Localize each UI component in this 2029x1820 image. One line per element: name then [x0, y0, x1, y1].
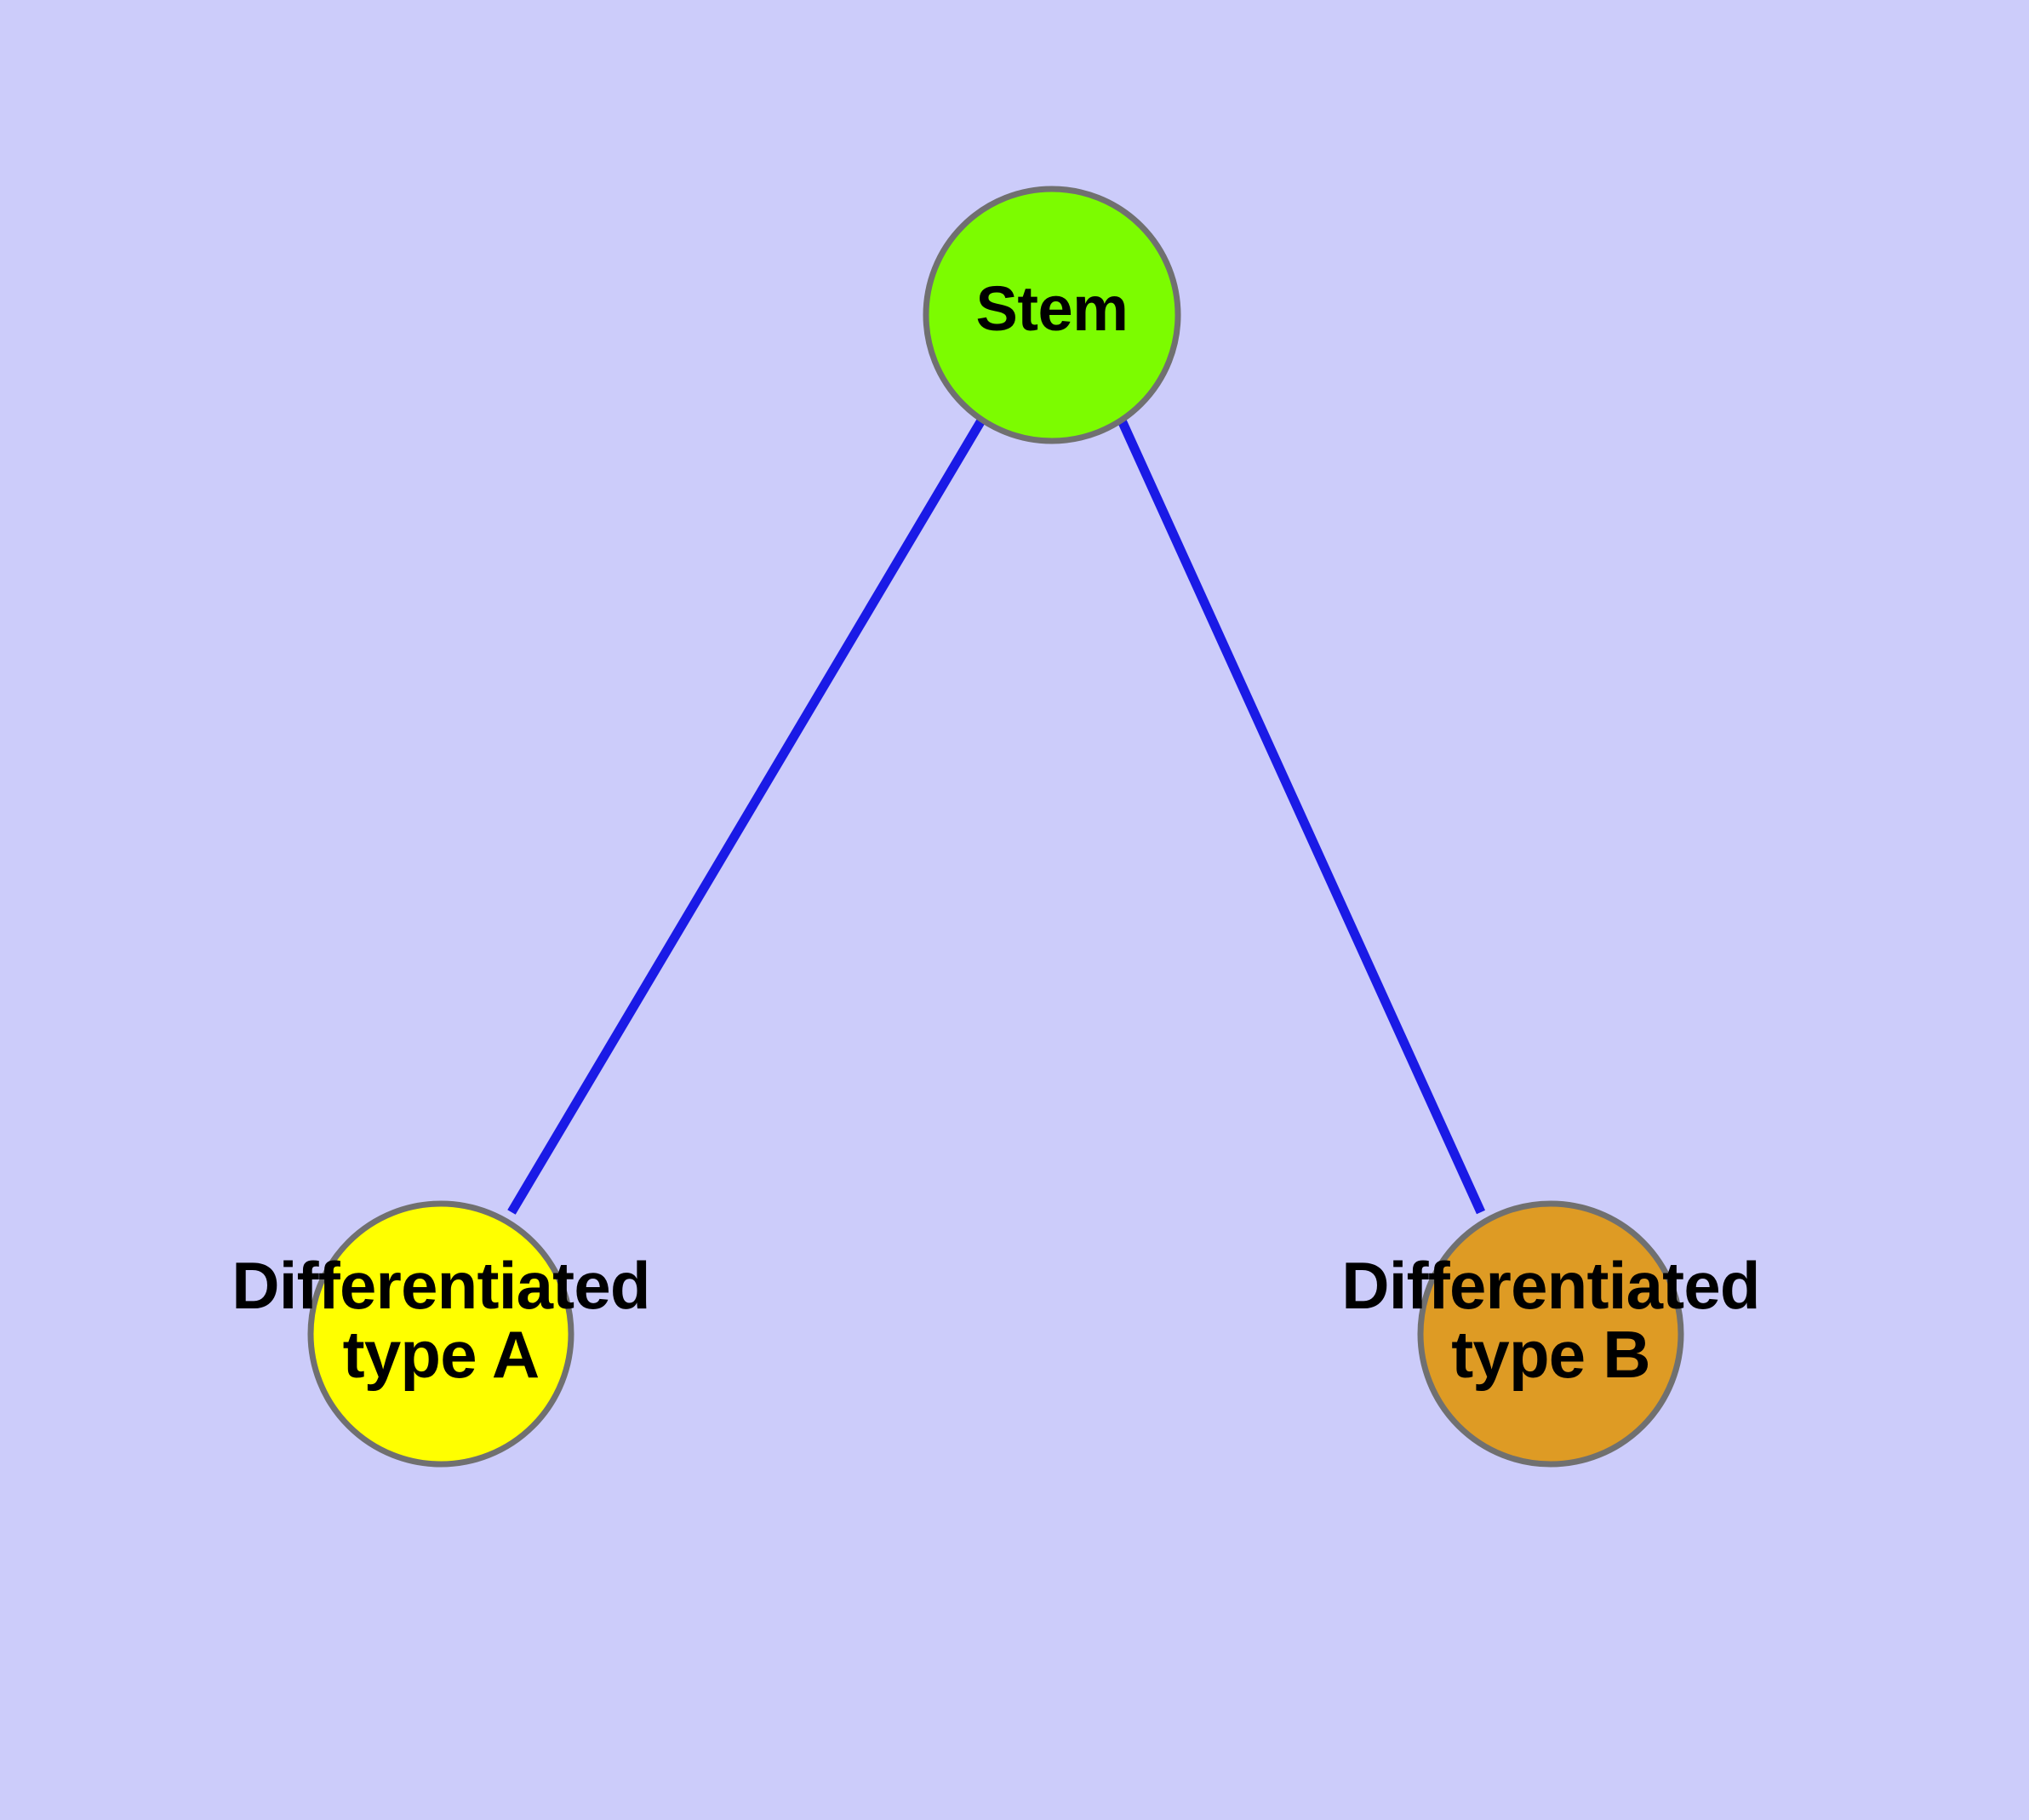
node-differentiated-type-a[interactable] [307, 1200, 574, 1468]
edge-stem-to-differentiated-type-b[interactable] [1117, 418, 1486, 1215]
edge-stem-to-differentiated-type-a[interactable] [507, 418, 986, 1215]
node-differentiated-type-b[interactable] [1417, 1200, 1684, 1468]
node-layer [307, 186, 1684, 1468]
edge-layer [507, 418, 1486, 1215]
node-stem[interactable] [923, 186, 1181, 444]
